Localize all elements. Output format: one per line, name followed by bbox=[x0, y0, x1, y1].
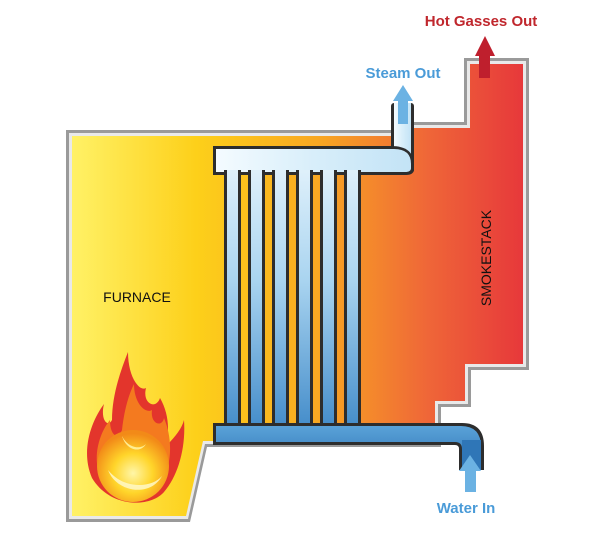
flame-core bbox=[97, 430, 169, 502]
tube-bank bbox=[224, 170, 361, 425]
smokestack-label: SMOKESTACK bbox=[478, 209, 494, 306]
tube bbox=[275, 170, 286, 425]
water-in-label: Water In bbox=[437, 500, 496, 517]
boiler-housing bbox=[66, 58, 529, 522]
tube bbox=[299, 170, 310, 425]
flame-icon bbox=[87, 352, 185, 503]
steam-arrow-up-icon bbox=[393, 85, 413, 124]
furnace-label: FURNACE bbox=[103, 289, 171, 305]
tube bbox=[347, 170, 358, 425]
heat-exchanger bbox=[213, 103, 484, 470]
top-header bbox=[216, 149, 411, 172]
bottom-header bbox=[216, 426, 481, 467]
tube bbox=[323, 170, 334, 425]
hot-gasses-out-label: Hot Gasses Out bbox=[425, 13, 538, 30]
steam-out-label: Steam Out bbox=[365, 65, 440, 82]
hot-gas-arrow-up-icon bbox=[475, 36, 495, 78]
tube bbox=[227, 170, 238, 425]
water-arrow-up-icon bbox=[459, 455, 481, 492]
tube bbox=[251, 170, 262, 425]
